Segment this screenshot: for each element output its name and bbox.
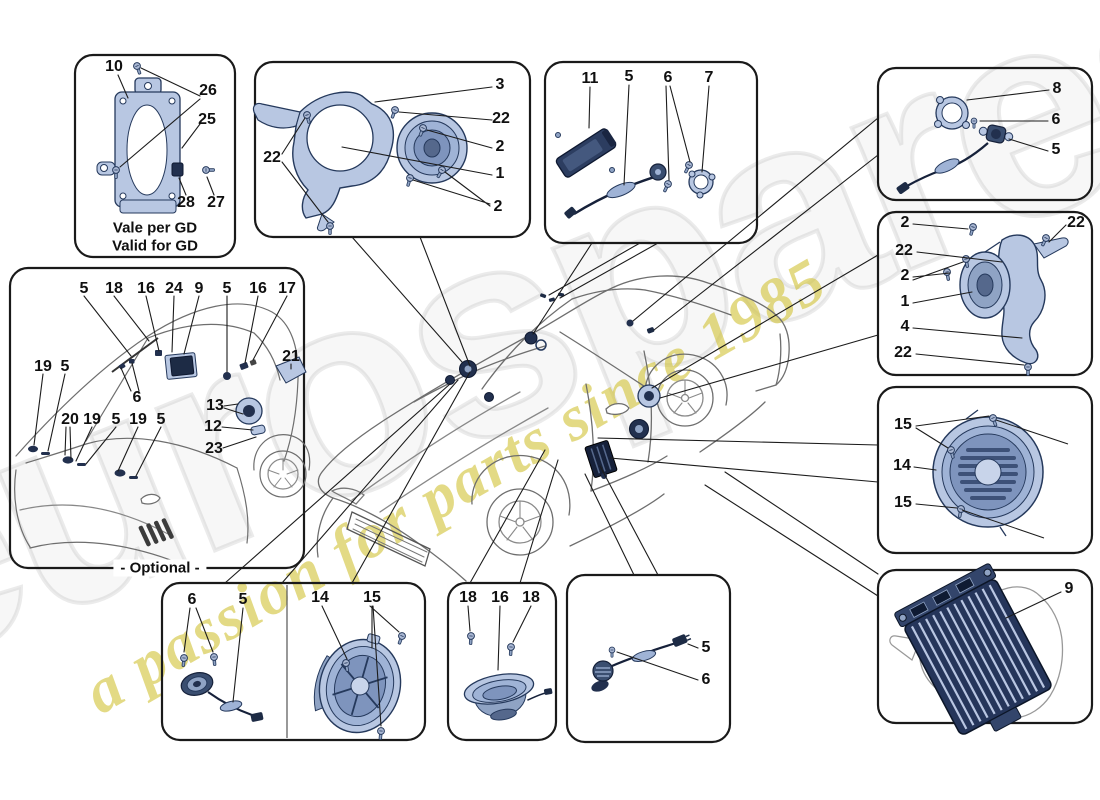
callout-9: 9 bbox=[194, 280, 204, 297]
panel-bracket-gd bbox=[73, 53, 237, 259]
callout-13: 13 bbox=[206, 397, 224, 414]
callout-17: 17 bbox=[278, 280, 296, 297]
callout-19: 19 bbox=[83, 411, 101, 428]
panel-door-tweeter bbox=[565, 573, 732, 744]
caption-optional: - Optional - bbox=[113, 559, 207, 577]
part-boot-subwoofer bbox=[313, 631, 407, 741]
callout-lines bbox=[33, 67, 1067, 727]
panel-floor-woofer bbox=[446, 581, 558, 742]
callout-21: 21 bbox=[282, 348, 300, 365]
callout-9: 9 bbox=[1064, 580, 1074, 597]
car-mounted-components bbox=[445, 292, 661, 479]
callout-14: 14 bbox=[893, 457, 911, 474]
optional-car-components bbox=[28, 337, 307, 479]
callout-22: 22 bbox=[1067, 214, 1085, 231]
callout-5: 5 bbox=[79, 280, 89, 297]
callout-5: 5 bbox=[111, 411, 121, 428]
car-illustration-center bbox=[316, 275, 790, 582]
callout-15: 15 bbox=[894, 494, 912, 511]
panel-midrange-boot-sub bbox=[160, 581, 427, 742]
callout-5: 5 bbox=[238, 591, 248, 608]
callout-15: 15 bbox=[363, 589, 381, 606]
callout-22: 22 bbox=[895, 242, 913, 259]
panel-front-door-speaker bbox=[253, 60, 532, 239]
panel-tweeter-kit bbox=[876, 66, 1094, 202]
callout-1: 1 bbox=[495, 165, 505, 182]
callout-4: 4 bbox=[900, 318, 910, 335]
part-bracket-gd bbox=[96, 61, 215, 214]
callout-2: 2 bbox=[495, 138, 505, 155]
callout-22: 22 bbox=[894, 344, 912, 361]
callout-6: 6 bbox=[187, 591, 197, 608]
part-door-subwoofer bbox=[932, 409, 1069, 539]
callout-26: 26 bbox=[199, 82, 217, 99]
callout-14: 14 bbox=[311, 589, 329, 606]
part-door-tweeter bbox=[591, 634, 692, 692]
callout-2: 2 bbox=[900, 214, 910, 231]
callout-6: 6 bbox=[663, 69, 673, 86]
callout-6: 6 bbox=[1051, 111, 1061, 128]
panel-roof-speaker-kit bbox=[543, 60, 759, 245]
callout-10: 10 bbox=[105, 58, 123, 75]
part-amplifier bbox=[889, 563, 1064, 735]
caption-vale-per-gd: Vale per GD bbox=[112, 219, 198, 237]
callout-5: 5 bbox=[60, 358, 70, 375]
car-illustration-optional bbox=[14, 303, 311, 571]
callout-5: 5 bbox=[1051, 141, 1061, 158]
part-rear-speaker-bracket bbox=[942, 222, 1069, 376]
callout-16: 16 bbox=[137, 280, 155, 297]
callout-16: 16 bbox=[249, 280, 267, 297]
callout-28: 28 bbox=[177, 194, 195, 211]
callout-22: 22 bbox=[263, 149, 281, 166]
callout-18: 18 bbox=[522, 589, 540, 606]
panel-rear-speaker-bracket bbox=[876, 210, 1094, 377]
callout-18: 18 bbox=[105, 280, 123, 297]
callout-8: 8 bbox=[1052, 80, 1062, 97]
callout-16: 16 bbox=[491, 589, 509, 606]
callout-6: 6 bbox=[132, 389, 142, 406]
caption-valid-for-gd: Valid for GD bbox=[112, 237, 198, 255]
part-midrange-kit bbox=[179, 652, 264, 722]
callout-1: 1 bbox=[900, 293, 910, 310]
callout-19: 19 bbox=[129, 411, 147, 428]
panel-door-subwoofer bbox=[876, 385, 1094, 555]
callout-7: 7 bbox=[704, 69, 714, 86]
callout-25: 25 bbox=[198, 111, 216, 128]
part-front-door-speaker bbox=[252, 91, 468, 235]
part-floor-woofer bbox=[463, 631, 553, 721]
callout-27: 27 bbox=[207, 194, 225, 211]
callout-5: 5 bbox=[222, 280, 232, 297]
callout-5: 5 bbox=[624, 68, 634, 85]
callout-2: 2 bbox=[900, 267, 910, 284]
callout-5: 5 bbox=[156, 411, 166, 428]
callout-11: 11 bbox=[581, 70, 599, 87]
callout-22: 22 bbox=[492, 110, 510, 127]
callout-23: 23 bbox=[205, 440, 223, 457]
callout-19: 19 bbox=[34, 358, 52, 375]
callout-6: 6 bbox=[701, 671, 711, 688]
callout-3: 3 bbox=[495, 76, 505, 93]
callout-5: 5 bbox=[701, 639, 711, 656]
part-roof-speaker-kit bbox=[555, 128, 716, 219]
callout-18: 18 bbox=[459, 589, 477, 606]
part-tweeter-kit bbox=[896, 96, 1014, 194]
callout-20: 20 bbox=[61, 411, 79, 428]
callout-12: 12 bbox=[204, 418, 222, 435]
panel-borders bbox=[8, 53, 1094, 744]
callout-15: 15 bbox=[894, 416, 912, 433]
callout-2: 2 bbox=[493, 198, 503, 215]
callout-24: 24 bbox=[165, 280, 183, 297]
